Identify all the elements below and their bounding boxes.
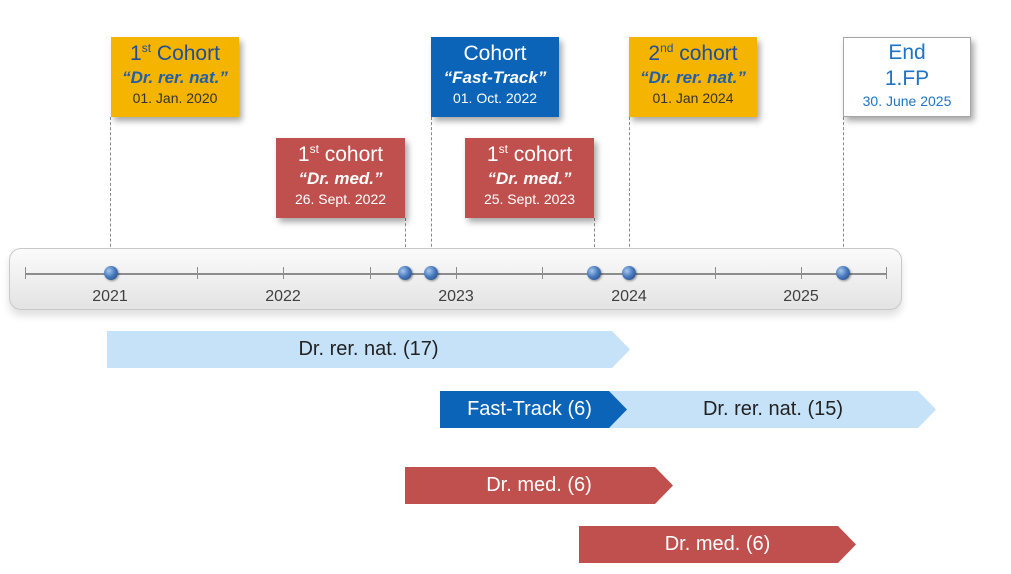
axis-tick bbox=[456, 267, 457, 279]
bar-med-2023: Dr. med. (6) bbox=[579, 526, 856, 563]
end-card: End 1.FP 30. June 2025 bbox=[843, 37, 971, 117]
axis-tick bbox=[197, 267, 198, 279]
cohort-card-rer-nat-2020: 1st Cohort “Dr. rer. nat.” 01. Jan. 2020 bbox=[111, 37, 239, 117]
card-subtitle: “Dr. med.” bbox=[298, 169, 383, 188]
cohort-card-fast-track: Cohort “Fast-Track” 01. Oct. 2022 bbox=[431, 37, 559, 117]
bar-med-2022: Dr. med. (6) bbox=[405, 467, 673, 504]
card-subtitle: “Dr. rer. nat.” bbox=[122, 68, 228, 87]
card-date: 01. Jan 2024 bbox=[652, 90, 734, 106]
axis-tick bbox=[25, 267, 26, 279]
card-title: 1st Cohort bbox=[130, 41, 220, 65]
axis-tick bbox=[715, 267, 716, 279]
timeline-panel bbox=[9, 248, 902, 310]
year-label: 2021 bbox=[92, 288, 128, 305]
card-subtitle: 1.FP bbox=[884, 67, 930, 90]
year-label: 2022 bbox=[265, 288, 301, 305]
year-label: 2024 bbox=[611, 288, 647, 305]
bar-fast-track: Fast-Track (6) bbox=[440, 391, 627, 428]
card-subtitle: “Dr. rer. nat.” bbox=[640, 68, 746, 87]
milestone-dot bbox=[622, 266, 636, 280]
axis-tick bbox=[886, 267, 887, 279]
cohort-card-med-2022: 1st cohort “Dr. med.” 26. Sept. 2022 bbox=[276, 138, 405, 218]
card-subtitle: “Fast-Track” bbox=[443, 68, 547, 87]
card-date: 26. Sept. 2022 bbox=[294, 191, 387, 207]
milestone-dot bbox=[398, 266, 412, 280]
card-title: Cohort bbox=[463, 42, 527, 65]
milestone-dot bbox=[587, 266, 601, 280]
axis-tick bbox=[370, 267, 371, 279]
card-title: 1st cohort bbox=[297, 142, 384, 166]
card-date: 25. Sept. 2023 bbox=[483, 191, 576, 207]
bar-rer-nat-17: Dr. rer. nat. (17) bbox=[107, 331, 630, 368]
connector-line bbox=[594, 218, 595, 268]
card-title: End bbox=[888, 41, 926, 64]
connector-line bbox=[405, 218, 406, 268]
connector-line bbox=[843, 117, 844, 267]
connector-line bbox=[110, 117, 111, 267]
card-title: 1st cohort bbox=[486, 142, 573, 166]
axis-tick bbox=[283, 267, 284, 279]
card-date: 01. Oct. 2022 bbox=[452, 90, 538, 106]
milestone-dot bbox=[836, 266, 850, 280]
year-label: 2025 bbox=[783, 288, 819, 305]
card-title: 2nd cohort bbox=[648, 41, 738, 65]
card-date: 30. June 2025 bbox=[862, 93, 952, 109]
milestone-dot bbox=[424, 266, 438, 280]
connector-line bbox=[629, 117, 630, 267]
cohort-card-rer-nat-2024: 2nd cohort “Dr. rer. nat.” 01. Jan 2024 bbox=[629, 37, 757, 117]
year-label: 2023 bbox=[438, 288, 474, 305]
card-date: 01. Jan. 2020 bbox=[132, 90, 218, 106]
connector-line bbox=[431, 117, 432, 267]
cohort-card-med-2023: 1st cohort “Dr. med.” 25. Sept. 2023 bbox=[465, 138, 594, 218]
bar-rer-nat-15: Dr. rer. nat. (15) bbox=[600, 391, 936, 428]
card-subtitle: “Dr. med.” bbox=[487, 169, 572, 188]
milestone-dot bbox=[104, 266, 118, 280]
axis-tick bbox=[801, 267, 802, 279]
axis-tick bbox=[542, 267, 543, 279]
